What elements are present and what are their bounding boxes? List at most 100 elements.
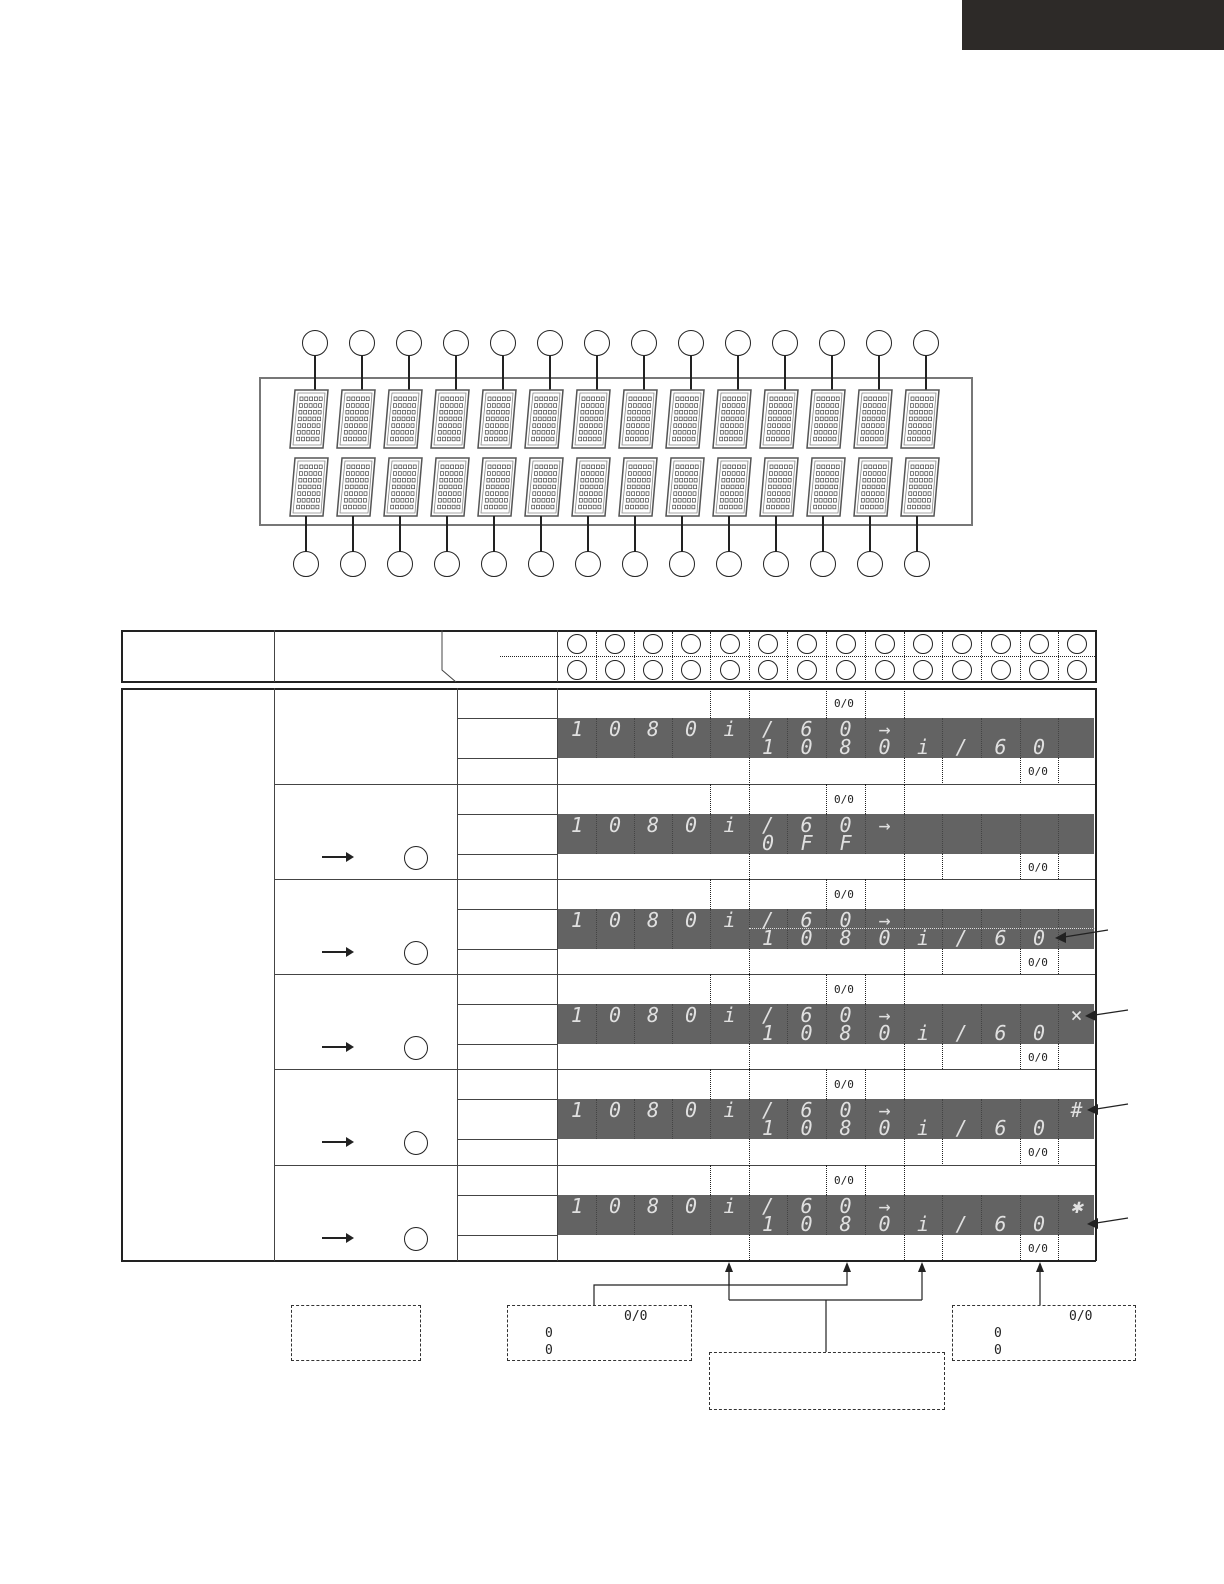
band-col-separator — [826, 814, 827, 854]
bottom-char-index-circle — [716, 551, 742, 577]
vfd-char-cell-bottom — [900, 457, 940, 517]
display-char-bottom: 0 — [878, 1021, 891, 1045]
marker-separator — [749, 879, 750, 909]
marker-oo-bottom: 0/0 — [1028, 1242, 1048, 1255]
top-char-index-circle — [866, 330, 892, 356]
top-char-leader-line — [314, 356, 316, 390]
display-char-bottom: 0 — [800, 735, 813, 759]
band-col-separator — [672, 1004, 673, 1044]
display-char-top: 0 — [684, 1098, 698, 1122]
bottom-char-index-circle — [622, 551, 648, 577]
display-char-top: / — [761, 1098, 775, 1122]
marker-separator — [710, 784, 711, 814]
display-char-top: × — [1070, 1003, 1083, 1027]
header-col-circle-top — [913, 634, 933, 654]
top-char-leader-line — [502, 356, 504, 390]
display-char-bottom: 0 — [1032, 1116, 1046, 1140]
band-col-separator — [787, 1195, 788, 1235]
vfd-char-cell-bottom — [665, 457, 705, 517]
display-char-bottom: 6 — [994, 926, 1007, 950]
top-char-leader-line — [737, 356, 739, 390]
bottom-char-leader-line — [493, 516, 495, 552]
row-indicator-circle — [404, 1036, 428, 1060]
display-char-bottom: 0 — [1032, 926, 1046, 950]
marker-separator — [865, 784, 866, 814]
bottom-char-leader-line — [352, 516, 354, 552]
display-char-top: 0 — [839, 1003, 852, 1027]
marker-separator — [942, 1235, 943, 1260]
marker-separator — [942, 758, 943, 783]
band-col-separator — [749, 718, 750, 758]
vfd-char-cell-top — [900, 389, 940, 449]
display-char-bottom: F — [839, 831, 852, 855]
marker-separator — [749, 688, 750, 718]
top-char-index-circle — [913, 330, 939, 356]
display-char-bottom: i — [916, 926, 930, 950]
band-col-separator — [981, 814, 982, 854]
band-col-separator — [634, 718, 635, 758]
header-mid-dashed — [500, 656, 1095, 657]
display-char-bottom: 0 — [878, 1212, 891, 1236]
band-col-separator — [596, 1195, 597, 1235]
display-char-top: 1 — [570, 1098, 584, 1122]
display-char-top: 1 — [570, 717, 584, 741]
header-slant-divider — [441, 630, 457, 682]
bottom-char-leader-line — [869, 516, 871, 552]
marker-separator — [826, 784, 827, 814]
display-char-top: 1 — [570, 1003, 584, 1027]
display-char-top: 0 — [839, 1194, 852, 1218]
marker-separator — [904, 1069, 905, 1099]
marker-separator — [749, 949, 750, 974]
header-col-circle-top — [567, 634, 587, 654]
display-char-top: 8 — [646, 1098, 660, 1122]
row-indicator-arrow — [322, 853, 354, 861]
row-inner-line — [457, 1044, 558, 1045]
display-char-bottom: 8 — [839, 1212, 852, 1236]
marker-separator — [749, 974, 750, 1004]
band-col-separator — [672, 909, 673, 949]
header-col-circle-bottom — [990, 660, 1011, 680]
display-char-top: # — [1070, 1098, 1083, 1122]
band-col-separator — [596, 909, 597, 949]
display-char-top: / — [761, 1003, 775, 1027]
row-indicator-circle — [404, 941, 428, 965]
body-bottom-border — [121, 1260, 1096, 1262]
marker-separator — [826, 688, 827, 718]
band-col-separator — [710, 814, 711, 854]
band-col-separator — [942, 718, 943, 758]
band-col-separator — [904, 1004, 905, 1044]
marker-separator — [749, 1165, 750, 1195]
marker-separator — [865, 688, 866, 718]
display-char-top: 1 — [570, 1194, 584, 1218]
display-char-top: → — [878, 813, 891, 837]
marker-separator — [865, 879, 866, 909]
vfd-panel-frame — [259, 377, 973, 526]
band-col-separator — [710, 1099, 711, 1139]
band-col-separator — [672, 1195, 673, 1235]
marker-separator — [826, 879, 827, 909]
header-col-circle-bottom — [567, 660, 587, 680]
marker-oo-bottom: 0/0 — [1028, 765, 1048, 778]
band-col-separator — [865, 814, 866, 854]
bottom-char-leader-line — [587, 516, 589, 552]
marker-separator — [710, 879, 711, 909]
band-col-separator — [865, 1004, 866, 1044]
display-char-top: 0 — [839, 908, 852, 932]
header-col-circle-bottom — [605, 660, 625, 680]
band-col-separator — [981, 1195, 982, 1235]
marker-separator — [710, 974, 711, 1004]
row-inner-line — [457, 718, 558, 719]
row-inner-line — [457, 1195, 558, 1196]
bottom-char-leader-line — [399, 516, 401, 552]
header-col-separator — [826, 632, 827, 680]
header-col-circle-bottom — [758, 660, 778, 680]
row-indicator-arrow — [322, 948, 354, 956]
band-col-separator — [826, 1099, 827, 1139]
band-col-separator — [710, 1004, 711, 1044]
display-char-top: 0 — [608, 813, 622, 837]
display-char-top: 6 — [800, 717, 813, 741]
band-col-separator — [1020, 1099, 1021, 1139]
display-char-top: 0 — [608, 1098, 622, 1122]
display-char-bottom: / — [955, 1116, 968, 1140]
vfd-char-cell-bottom — [853, 457, 893, 517]
